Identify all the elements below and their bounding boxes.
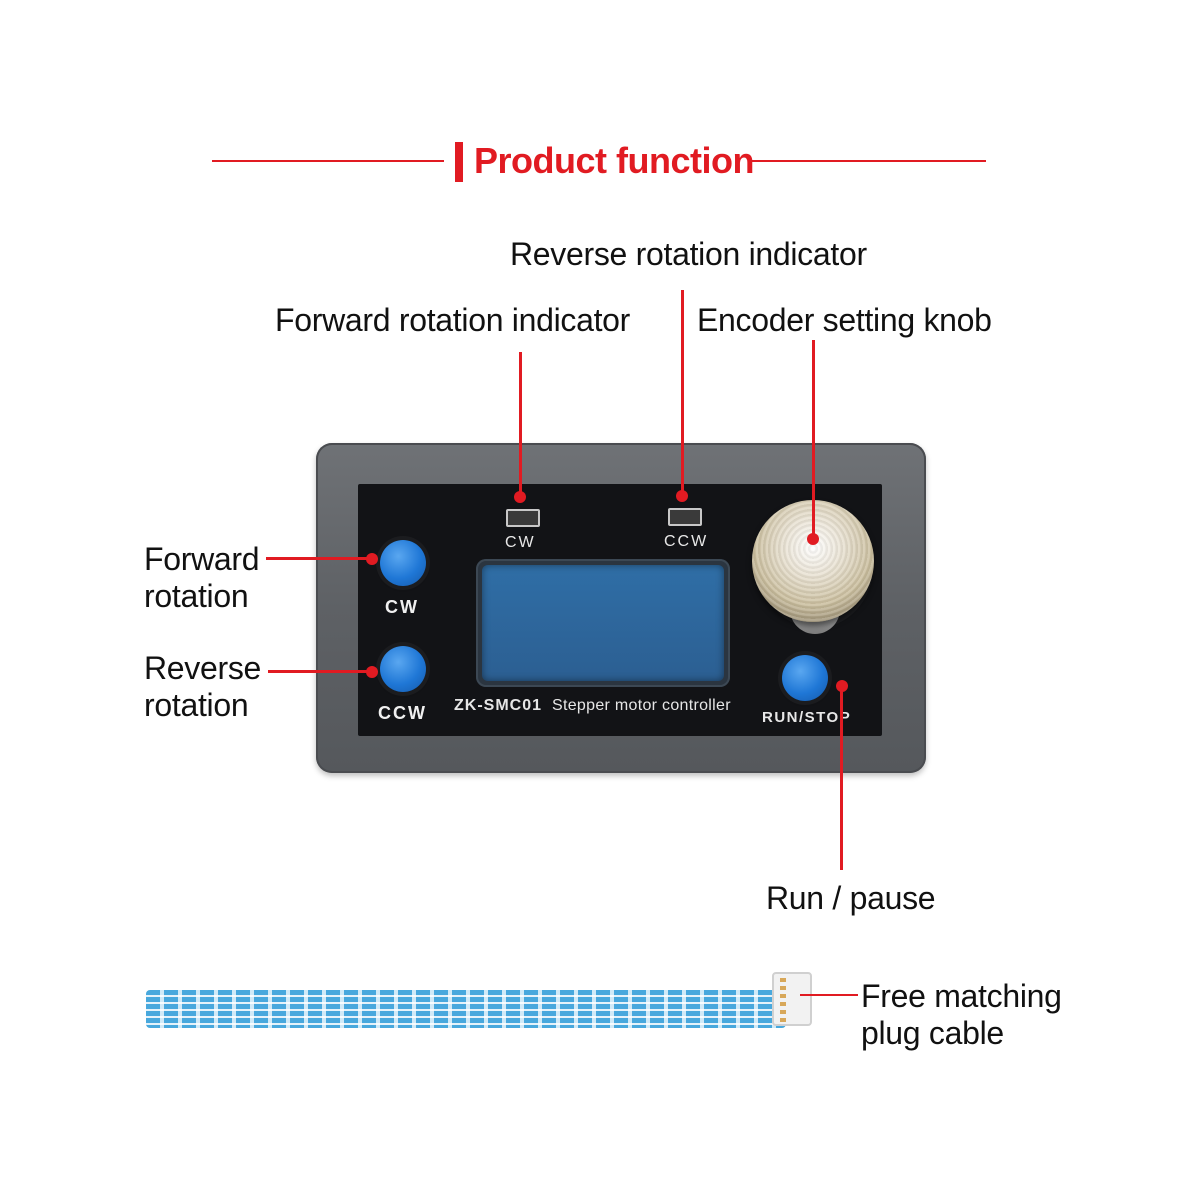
leader-dot-run-pause	[836, 680, 848, 692]
title-rule-left	[212, 160, 444, 162]
callout-plug-cable-line1: Free matching	[861, 978, 1062, 1014]
model-id: ZK-SMC01	[454, 697, 543, 714]
ccw-button[interactable]	[380, 646, 426, 692]
cw-led-label: CW	[505, 534, 536, 551]
title-rule-right	[752, 160, 986, 162]
leader-forward-rotation	[266, 557, 370, 560]
callout-forward-rotation-line2: rotation	[144, 578, 249, 614]
leader-dot-encoder-knob	[807, 533, 819, 545]
leader-dot-reverse-rotation	[366, 666, 378, 678]
ccw-led-indicator	[668, 508, 702, 526]
callout-encoder-setting-knob: Encoder setting knob	[697, 302, 992, 338]
cw-button[interactable]	[380, 540, 426, 586]
callout-forward-rotation: Forward rotation	[144, 541, 260, 615]
leader-dot-forward-indicator	[514, 491, 526, 503]
lcd-screen	[482, 565, 724, 681]
leader-reverse-indicator	[681, 290, 684, 494]
callout-reverse-rotation-line1: Reverse	[144, 650, 262, 686]
leader-dot-forward-rotation	[366, 553, 378, 565]
leader-dot-reverse-indicator	[676, 490, 688, 502]
run-stop-button-label: RUN/STOP	[762, 709, 852, 726]
leader-cable	[800, 994, 858, 996]
cable-connector-pins	[780, 978, 786, 1022]
cw-button-label: CW	[385, 597, 419, 617]
leader-reverse-rotation	[268, 670, 370, 673]
callout-plug-cable: Free matching plug cable	[861, 978, 1062, 1052]
leader-forward-indicator	[519, 352, 522, 495]
section-title: Product function	[0, 130, 1200, 190]
ccw-led-label: CCW	[664, 533, 709, 550]
callout-forward-rotation-line1: Forward	[144, 541, 260, 577]
page-title: Product function	[474, 140, 754, 181]
model-label: ZK-SMC01 Stepper motor controller	[454, 697, 731, 715]
callout-plug-cable-line2: plug cable	[861, 1015, 1004, 1051]
run-stop-button[interactable]	[782, 655, 828, 701]
callout-reverse-rotation-line2: rotation	[144, 687, 249, 723]
plug-cable-stripes	[146, 990, 786, 1028]
leader-encoder-knob	[812, 340, 815, 536]
callout-reverse-rotation: Reverse rotation	[144, 650, 261, 724]
callout-run-pause: Run / pause	[766, 880, 936, 916]
ccw-button-label: CCW	[378, 703, 427, 723]
leader-run-pause	[840, 690, 843, 870]
model-description: Stepper motor controller	[552, 697, 731, 714]
callout-forward-rotation-indicator: Forward rotation indicator	[275, 302, 631, 338]
title-accent-bar	[455, 142, 463, 182]
cable-connector	[772, 972, 812, 1026]
cw-led-indicator	[506, 509, 540, 527]
callout-reverse-rotation-indicator: Reverse rotation indicator	[510, 236, 867, 272]
